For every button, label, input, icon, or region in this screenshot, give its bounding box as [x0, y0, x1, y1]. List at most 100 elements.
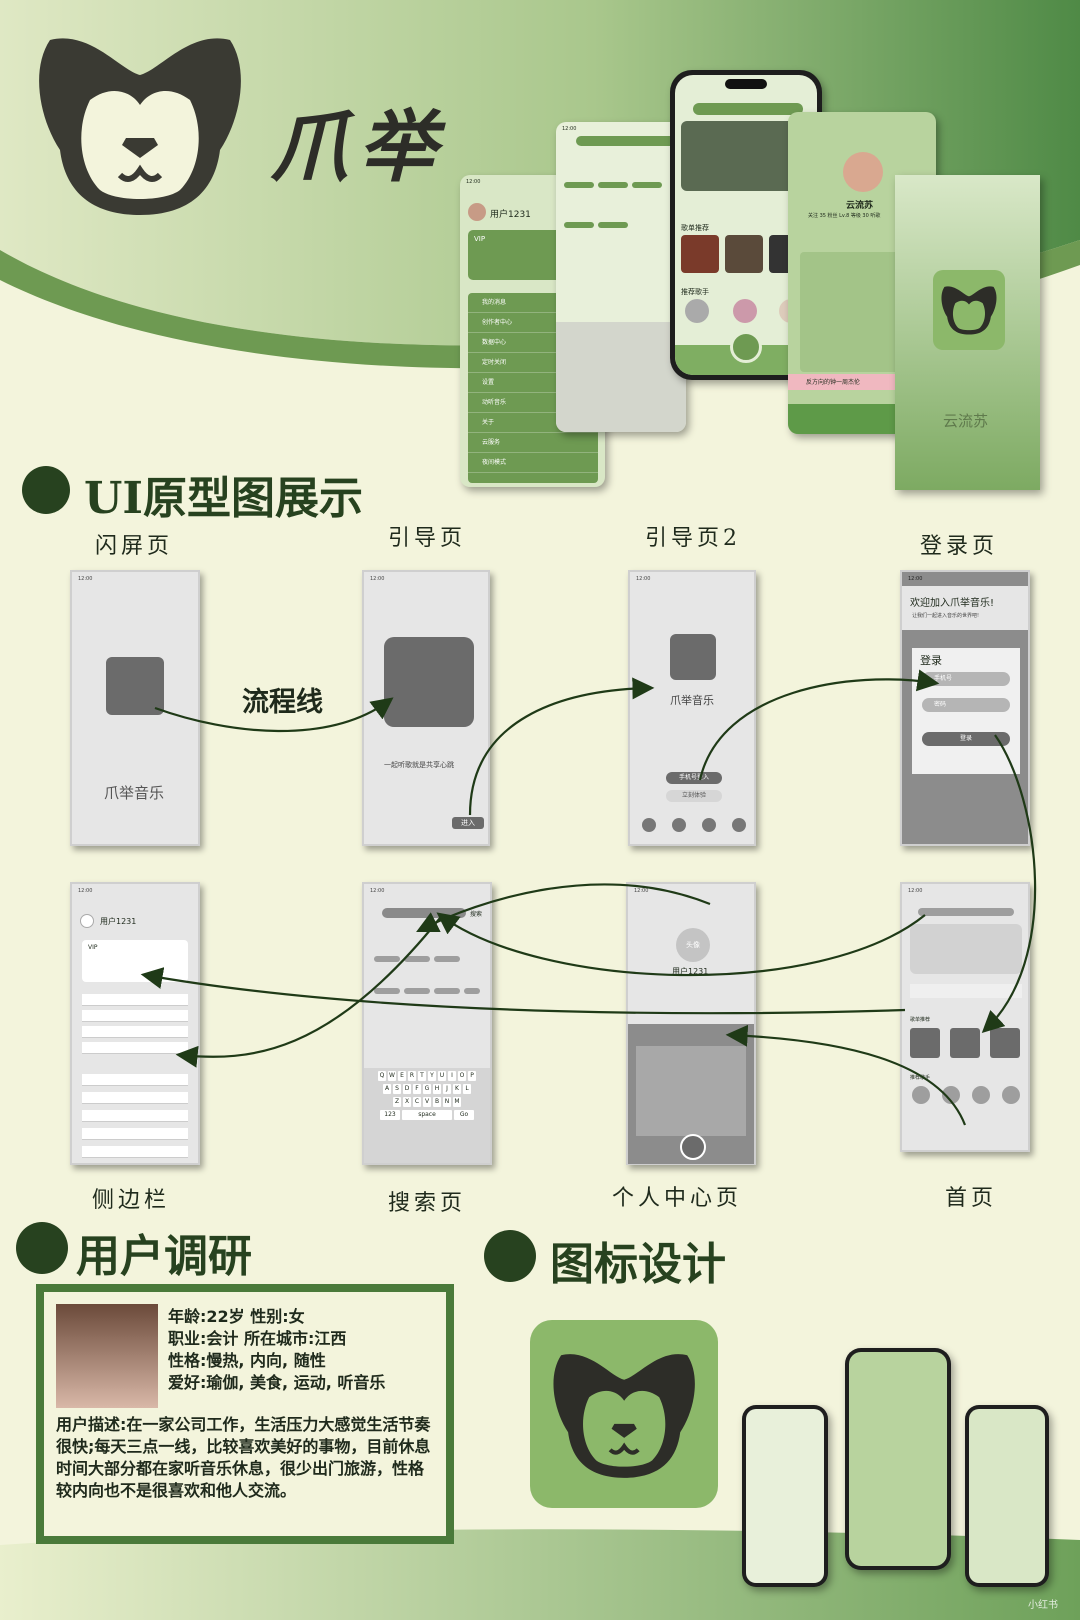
login-title: 登录	[920, 654, 942, 667]
login-phone-input[interactable]: 手机号	[922, 672, 1010, 686]
user-description: 用户描述:在一家公司工作，生活压力大感觉生活节奏很快;每天三点一线，比较喜欢美好…	[56, 1415, 431, 1500]
home-rec-label: 歌单推荐	[910, 1017, 931, 1023]
search-label: 搜索页	[388, 1191, 467, 1216]
watermark: 小红书	[1028, 1600, 1058, 1611]
kb-key-k[interactable]: K	[453, 1084, 461, 1094]
search-button[interactable]: 搜索	[470, 911, 483, 918]
kb-key-p[interactable]: P	[468, 1071, 476, 1081]
kb-key-r[interactable]: R	[408, 1071, 416, 1081]
kb-key-c[interactable]: C	[413, 1097, 421, 1107]
kb-num-key[interactable]: 123	[380, 1110, 400, 1120]
kb-key-i[interactable]: I	[448, 1071, 456, 1081]
kb-key-x[interactable]: X	[403, 1097, 411, 1107]
guide2-tourist-button[interactable]: 立刻体验	[666, 790, 722, 802]
brand-name: 爪举	[270, 102, 447, 193]
kb-key-f[interactable]: F	[413, 1084, 421, 1094]
guide2-screen: 12:00 爪举音乐 手机号登入 立刻体验	[628, 570, 756, 846]
hero-sidebar-item: 关于	[468, 413, 598, 433]
hero-home-rec: 歌单推荐	[681, 224, 709, 232]
login-label: 登录页	[920, 534, 999, 559]
icon-section-title: 图标设计	[550, 1239, 726, 1290]
kb-key-a[interactable]: A	[383, 1084, 391, 1094]
guide1-caption: 一起听歌就是共享心跳	[384, 761, 454, 769]
splash-label: 闪屏页	[95, 534, 174, 559]
profile-screen: 12:00 头像 用户1231	[626, 882, 756, 1165]
kb-key-u[interactable]: U	[438, 1071, 446, 1081]
splash-app-name: 爪举音乐	[104, 784, 165, 802]
login-button[interactable]: 登录	[922, 732, 1010, 746]
avatar	[843, 152, 883, 192]
kb-key-g[interactable]: G	[423, 1084, 431, 1094]
kb-key-h[interactable]: H	[433, 1084, 441, 1094]
kb-key-m[interactable]: M	[453, 1097, 461, 1107]
user-basic-line: 性格:慢热, 内向, 随性	[168, 1351, 326, 1370]
vip-badge: VIP	[474, 235, 486, 243]
user-basic-line: 爱好:瑜伽, 美食, 运动, 听音乐	[168, 1373, 386, 1392]
home-label: 首页	[945, 1186, 998, 1211]
hero-sidebar-item: 创作者中心	[468, 313, 598, 333]
guide1-enter-button[interactable]: 进入	[452, 817, 484, 829]
kb-key-d[interactable]: D	[403, 1084, 411, 1094]
avatar	[468, 203, 486, 221]
hero-sidebar-item: 动听音乐	[468, 393, 598, 413]
kb-key-v[interactable]: V	[423, 1097, 431, 1107]
login-password-input[interactable]: 密码	[922, 698, 1010, 712]
hero-sidebar-user: 用户1231	[490, 210, 531, 220]
hero-profile-stats: 关注 35 粉丝 Lv.8 等级 30 听歌	[808, 213, 881, 219]
kb-key-z[interactable]: Z	[393, 1097, 401, 1107]
kb-key-y[interactable]: Y	[428, 1071, 436, 1081]
kb-key-j[interactable]: J	[443, 1084, 451, 1094]
section-bullet	[22, 466, 70, 514]
section-bullet	[484, 1230, 536, 1282]
app-icon	[530, 1320, 718, 1508]
profile-label: 个人中心页	[612, 1186, 743, 1211]
kb-key-e[interactable]: E	[398, 1071, 406, 1081]
kb-key-l[interactable]: L	[463, 1084, 471, 1094]
hero-sidebar-item: 云服务	[468, 433, 598, 453]
hero-sidebar-item: 数据中心	[468, 333, 598, 353]
sidebar-vip: VIP	[88, 944, 98, 951]
login-subtitle: 让我们一起进入音乐的世界吧!	[912, 613, 980, 619]
kb-key-t[interactable]: T	[418, 1071, 426, 1081]
kb-key-o[interactable]: O	[458, 1071, 466, 1081]
splash-screen: 12:00 爪举音乐	[70, 570, 200, 846]
hero-now-playing: 反方向的钟一周杰伦	[806, 379, 861, 386]
flow-line-label: 流程线	[242, 687, 323, 718]
hero-sidebar-item: 夜间模式	[468, 453, 598, 473]
kb-key-s[interactable]: S	[393, 1084, 401, 1094]
small-phone-profile	[845, 1348, 951, 1570]
hero-sidebar-item: 定时关闭	[468, 353, 598, 373]
research-section-title: 用户调研	[76, 1231, 252, 1282]
home-screen: 12:00 歌单推荐 推荐歌手	[900, 882, 1030, 1152]
kb-space-key[interactable]: space	[402, 1110, 452, 1120]
user-basics: 年龄:22岁 性别:女职业:会计 所在城市:江西性格:慢热, 内向, 随性爱好:…	[168, 1306, 385, 1394]
kb-go-key[interactable]: Go	[454, 1110, 474, 1120]
guide1-label: 引导页	[388, 526, 467, 551]
hero-sidebar-item: 设置	[468, 373, 598, 393]
hero-search-mock: 12:00	[556, 122, 686, 432]
hero-profile-name: 云流苏	[846, 201, 874, 211]
user-research-card: 年龄:22岁 性别:女职业:会计 所在城市:江西性格:慢热, 内向, 随性爱好:…	[36, 1284, 454, 1544]
hero-home-singers: 推荐歌手	[681, 288, 709, 296]
hero-splash-mock: 云流苏	[895, 175, 1040, 490]
hero-sidebar-item: 我的消息	[468, 293, 598, 313]
kb-key-w[interactable]: W	[388, 1071, 396, 1081]
sidebar-screen: 12:00 用户1231 VIP	[70, 882, 200, 1165]
kb-key-b[interactable]: B	[433, 1097, 441, 1107]
kb-key-n[interactable]: N	[443, 1097, 451, 1107]
guide2-phone-login-button[interactable]: 手机号登入	[666, 772, 722, 784]
user-basic-line: 年龄:22岁 性别:女	[168, 1307, 305, 1326]
panda-logo-icon	[39, 38, 241, 215]
small-phone-search	[742, 1405, 828, 1587]
kb-key-q[interactable]: Q	[378, 1071, 386, 1081]
hero-side-name: 云流苏	[943, 412, 989, 430]
profile-user-name: 用户1231	[672, 967, 709, 976]
guide1-screen: 12:00 一起听歌就是共享心跳 进入	[362, 570, 490, 846]
login-welcome: 欢迎加入爪举音乐!	[910, 598, 995, 609]
profile-avatar[interactable]: 头像	[676, 928, 710, 962]
sidebar-user-name[interactable]: 用户1231	[100, 917, 137, 926]
guide2-label: 引导页2	[645, 526, 741, 551]
user-basic-line: 职业:会计 所在城市:江西	[168, 1329, 347, 1348]
